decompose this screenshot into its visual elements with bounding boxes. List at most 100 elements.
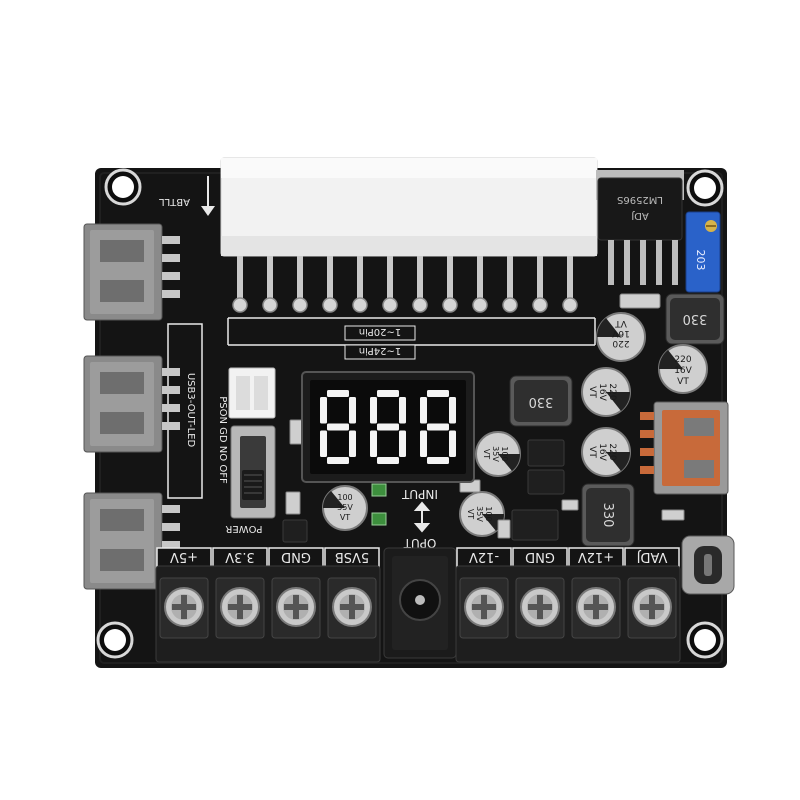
terminal-label: GND: [525, 549, 555, 564]
display-segment: [377, 390, 399, 397]
terminal-screw[interactable]: [215, 577, 265, 639]
display-segment: [320, 397, 327, 424]
terminal-block-left: [155, 565, 381, 663]
cap-b-voltage: 35V: [475, 506, 484, 522]
cap-c-voltage: 35V: [337, 503, 353, 512]
terminal-screw[interactable]: [459, 577, 509, 639]
power-switch[interactable]: [230, 425, 276, 519]
usb-a-port[interactable]: [83, 223, 180, 321]
atx-pin: [502, 256, 518, 313]
terminal-label: +5V: [170, 549, 198, 564]
usb-a-port[interactable]: [83, 355, 180, 453]
mounting-hole-bl: [96, 621, 134, 659]
cap-top-right-brand: VT: [615, 318, 627, 328]
mounting-hole-tr: [686, 169, 724, 207]
cap-right-brand: VT: [677, 377, 689, 387]
inductor-middle: 330: [509, 375, 573, 427]
display-segment: [370, 397, 377, 424]
capacitor-c: 100 35V VT: [322, 485, 368, 531]
label-24pin: 1~24Pin: [359, 345, 401, 356]
usb-led-label: USB3-OUT-LED: [185, 373, 196, 448]
cap-mid-lower-value: 220: [607, 443, 617, 460]
cap-a-value: 100: [500, 446, 509, 461]
mounting-hole-tl: [104, 168, 142, 206]
atx-pins: [232, 256, 578, 313]
smd-parts: [282, 293, 685, 543]
trimmer-label: 203: [694, 250, 707, 271]
terminal-screw[interactable]: [159, 577, 209, 639]
display-segment: [427, 390, 449, 397]
display-segment: [449, 430, 456, 457]
mounting-hole-br: [686, 621, 724, 659]
power-label: POWER: [225, 523, 262, 534]
terminal-block-right: [455, 565, 681, 663]
brand-label: ABTLL: [159, 196, 190, 207]
terminal-label: VADJ: [637, 549, 668, 564]
terminal-screw[interactable]: [571, 577, 621, 639]
cap-c-brand: VT: [340, 513, 350, 522]
display-digit: [420, 390, 456, 464]
cap-mid-lower-brand: VT: [587, 446, 597, 458]
cap-mid-top-value: 220: [607, 383, 617, 400]
capacitor-top-right: 220 16V VT: [596, 312, 646, 362]
display-segment: [327, 390, 349, 397]
cap-a-brand: VT: [482, 449, 491, 459]
inductor-right-top-label: 330: [683, 311, 708, 326]
atx-pin: [562, 256, 578, 313]
terminal-screw[interactable]: [515, 577, 565, 639]
regulator-text-2: ADJ: [631, 210, 649, 221]
terminal-label: -12V: [469, 549, 499, 564]
display-digit: [370, 390, 406, 464]
terminal-screw[interactable]: [271, 577, 321, 639]
regulator-text-1: LM2596S: [617, 194, 663, 205]
atx-pin: [352, 256, 368, 313]
cap-b-brand: VT: [466, 509, 475, 519]
cap-right-value: 220: [674, 355, 691, 365]
cap-c-value: 100: [337, 493, 352, 502]
atx-pin: [412, 256, 428, 313]
usb-a-port[interactable]: [83, 492, 180, 590]
inductor-lower: 330: [581, 483, 635, 547]
inductor-right-top: 330: [665, 293, 725, 345]
trimmer-potentiometer: 203: [685, 211, 721, 293]
display-segment: [420, 430, 427, 457]
capacitor-mid-top: 220 16V VT: [581, 367, 631, 417]
dc-barrel-jack[interactable]: [383, 547, 457, 659]
terminal-screw[interactable]: [627, 577, 677, 639]
display-segment: [377, 423, 399, 431]
terminal-screw[interactable]: [327, 577, 377, 639]
display-segment: [449, 397, 456, 424]
atx-24pin-connector: [220, 157, 598, 257]
display-segment: [427, 457, 449, 464]
usb-a-port-right[interactable]: [640, 401, 729, 495]
display-segment: [327, 423, 349, 431]
display-segment: [349, 430, 356, 457]
terminal-label: 3.3V: [225, 549, 255, 564]
atx-pin: [262, 256, 278, 313]
cap-top-right-value: 220: [612, 338, 629, 348]
atx-pin: [232, 256, 248, 313]
atx-pin: [382, 256, 398, 313]
atx-pin: [472, 256, 488, 313]
atx-pin: [322, 256, 338, 313]
seven-segment-display: [301, 371, 475, 483]
usb-c-port[interactable]: [681, 535, 735, 595]
display-segment: [327, 457, 349, 464]
cap-mid-lower-voltage: 16V: [597, 443, 607, 461]
display-segment: [377, 457, 399, 464]
display-segment: [349, 397, 356, 424]
inductor-middle-label: 330: [529, 394, 554, 409]
capacitor-right: 220 16V VT: [658, 344, 708, 394]
usb-a-ports: [83, 223, 180, 590]
pson-label: PSON GD NO OFF: [217, 396, 228, 484]
cap-top-right-voltage: 16V: [611, 328, 629, 338]
updown-arrow-icon: [413, 501, 431, 533]
display-segment: [427, 423, 449, 431]
atx-pin: [532, 256, 548, 313]
display-digits: [320, 390, 456, 464]
display-digit: [320, 390, 356, 464]
pson-connector: [228, 367, 276, 419]
terminal-screws: [159, 577, 677, 639]
